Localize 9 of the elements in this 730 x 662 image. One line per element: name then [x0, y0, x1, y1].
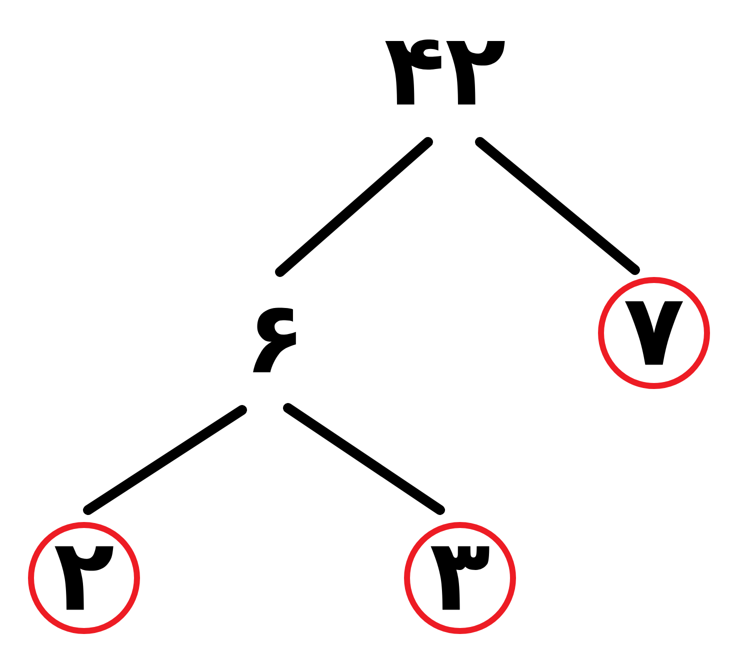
branch-line [275, 137, 433, 277]
number-label: ۴۲ [385, 40, 505, 104]
branch-line [283, 403, 445, 515]
number-label: ۶ [253, 308, 296, 372]
branch-line [475, 137, 640, 275]
circled-number: ۷ [598, 277, 710, 389]
branch-line [83, 405, 247, 515]
circled-number: ۳ [404, 522, 516, 634]
circled-number: ۲ [28, 522, 140, 634]
